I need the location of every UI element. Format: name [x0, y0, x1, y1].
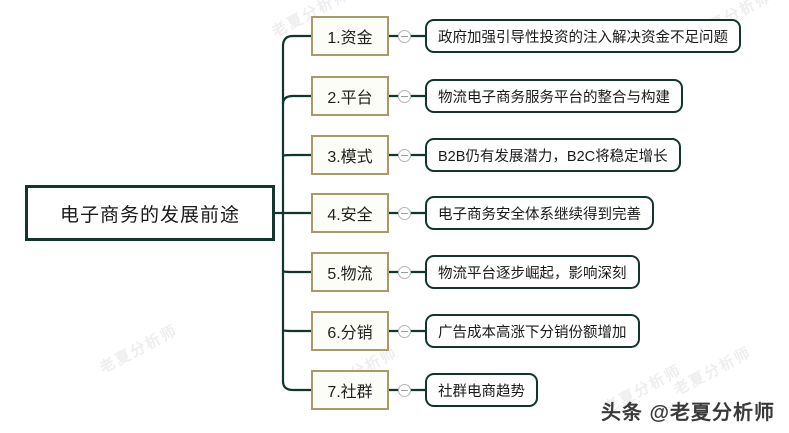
- detail-node-label: 政府加强引导性投资的注入解决资金不足问题: [438, 29, 728, 46]
- detail-node-6[interactable]: 广告成本高涨下分销份额增加: [425, 314, 640, 348]
- collapse-minus-icon[interactable]: [398, 149, 411, 162]
- root-node[interactable]: 电子商务的发展前途: [25, 185, 275, 241]
- collapse-minus-icon[interactable]: [398, 384, 411, 397]
- collapse-minus-icon[interactable]: [398, 325, 411, 338]
- detail-node-5[interactable]: 物流平台逐步崛起，影响深刻: [425, 255, 640, 289]
- detail-node-label: 广告成本高涨下分销份额增加: [438, 324, 627, 341]
- detail-node-1[interactable]: 政府加强引导性投资的注入解决资金不足问题: [425, 19, 741, 53]
- collapse-minus-icon[interactable]: [398, 90, 411, 103]
- detail-node-label: 物流电子商务服务平台的整合与构建: [438, 89, 670, 106]
- detail-node-7[interactable]: 社群电商趋势: [425, 373, 538, 407]
- branch-node-label: 5.物流: [327, 266, 373, 283]
- detail-node-label: 电子商务安全体系继续得到完善: [438, 206, 641, 223]
- watermark-tile: 老夏分析师: [97, 321, 181, 377]
- signature-watermark: 头条 @老夏分析师: [600, 402, 775, 424]
- branch-node-7[interactable]: 7.社群: [311, 370, 389, 410]
- detail-node-3[interactable]: B2B仍有发展潜力，B2C将稳定增长: [425, 138, 681, 172]
- branch-node-label: 2.平台: [327, 90, 373, 107]
- detail-node-4[interactable]: 电子商务安全体系继续得到完善: [425, 196, 654, 230]
- branch-node-label: 7.社群: [327, 384, 373, 401]
- branch-node-label: 4.安全: [327, 207, 373, 224]
- collapse-minus-icon[interactable]: [398, 30, 411, 43]
- collapse-minus-icon[interactable]: [398, 207, 411, 220]
- detail-node-2[interactable]: 物流电子商务服务平台的整合与构建: [425, 79, 683, 113]
- branch-node-label: 3.模式: [327, 149, 373, 166]
- detail-node-label: B2B仍有发展潜力，B2C将稳定增长: [438, 148, 668, 165]
- branch-node-4[interactable]: 4.安全: [311, 193, 389, 233]
- detail-node-label: 物流平台逐步崛起，影响深刻: [438, 265, 627, 282]
- branch-node-3[interactable]: 3.模式: [311, 135, 389, 175]
- branch-node-6[interactable]: 6.分销: [311, 311, 389, 351]
- watermark-tile: 老夏分析师: [671, 343, 755, 399]
- root-node-label: 电子商务的发展前途: [59, 204, 240, 226]
- branch-node-1[interactable]: 1.资金: [311, 16, 389, 56]
- branch-node-2[interactable]: 2.平台: [311, 76, 389, 116]
- collapse-minus-icon[interactable]: [398, 266, 411, 279]
- detail-node-label: 社群电商趋势: [438, 383, 525, 400]
- branch-node-label: 1.资金: [327, 30, 373, 47]
- branch-node-5[interactable]: 5.物流: [311, 252, 389, 292]
- branch-node-label: 6.分销: [327, 325, 373, 342]
